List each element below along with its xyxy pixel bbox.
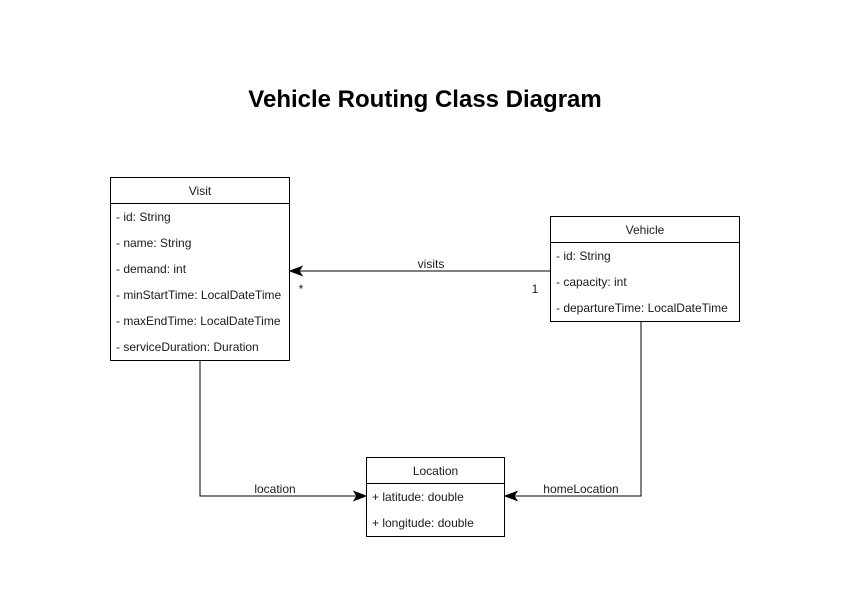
attribute-row: - minStartTime: LocalDateTime <box>116 288 282 302</box>
class-box-vehicle: Vehicle - id: String - capacity: int - d… <box>550 216 740 322</box>
edge-label-visits: visits <box>417 257 445 271</box>
attribute-row: - maxEndTime: LocalDateTime <box>116 314 281 328</box>
multiplicity-visit-side: * <box>298 282 304 296</box>
class-box-location: Location + latitude: double + longitude:… <box>366 457 505 537</box>
class-name-location: Location <box>367 458 504 484</box>
edge-label-location: location <box>254 482 296 496</box>
attribute-row: + latitude: double <box>372 490 464 504</box>
edge-label-homelocation: homeLocation <box>543 482 619 496</box>
attribute-row: - demand: int <box>116 262 187 276</box>
homelocation-arrowhead-icon <box>503 490 519 502</box>
class-box-visit: Visit - id: String - name: String - dema… <box>110 177 290 361</box>
attribute-row: - name: String <box>116 236 192 250</box>
multiplicity-vehicle-side: 1 <box>531 282 539 296</box>
attribute-row: - departureTime: LocalDateTime <box>556 301 728 315</box>
attribute-row: - capacity: int <box>556 275 627 289</box>
diagram-title: Vehicle Routing Class Diagram <box>248 86 602 113</box>
homelocation-connector-line <box>507 321 642 497</box>
attribute-row: - id: String <box>556 249 611 263</box>
visits-arrowhead-icon <box>288 265 304 277</box>
attribute-row: - id: String <box>116 210 171 224</box>
class-name-visit: Visit <box>111 178 289 204</box>
location-connector-line <box>199 360 364 497</box>
class-name-vehicle: Vehicle <box>551 217 739 243</box>
attribute-row: + longitude: double <box>372 516 474 530</box>
attribute-row: - serviceDuration: Duration <box>116 340 259 354</box>
location-arrowhead-icon <box>352 490 368 502</box>
